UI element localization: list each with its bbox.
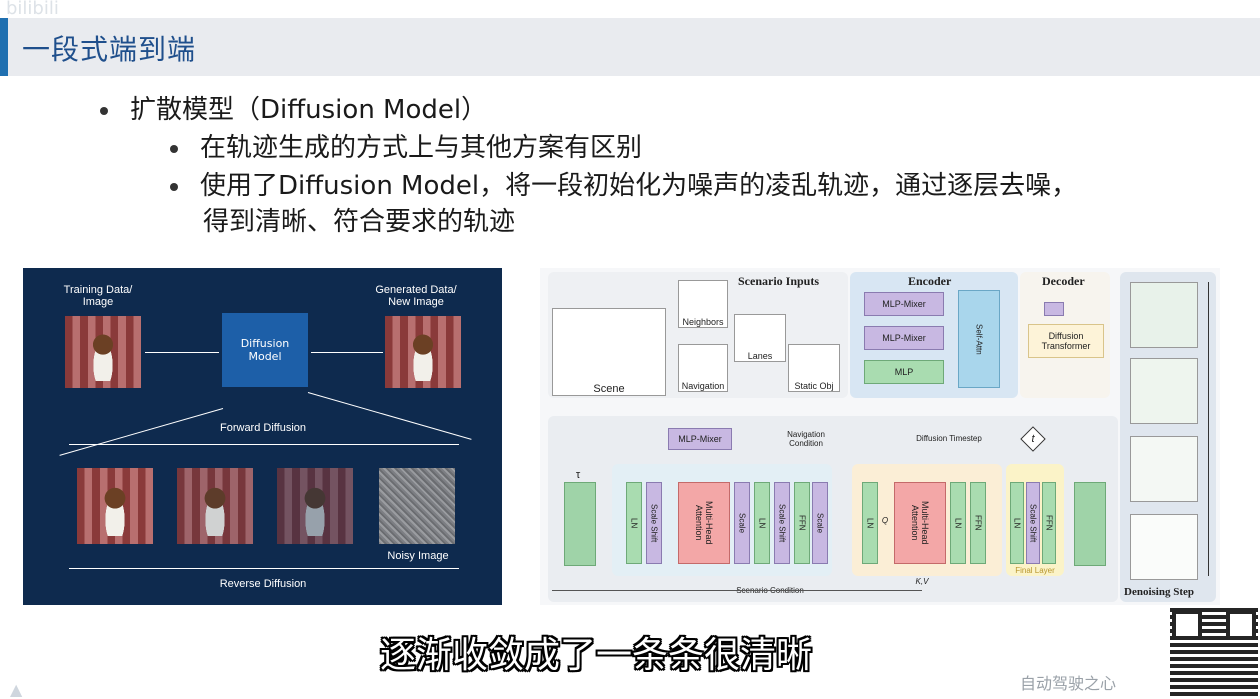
ln-2: LN [754,482,770,564]
corner-watermark: ▲ [10,680,23,699]
diffusion-transformer: Diffusion Transformer [1028,324,1104,358]
step2-image [177,468,253,544]
arrow-out [311,352,383,353]
bullet-level2-b-cont: 得到清晰、符合要求的轨迹 [203,207,516,237]
forward-label: Forward Diffusion [220,422,306,434]
arrow-in [145,352,219,353]
input-tensor [564,482,596,566]
navigation-condition-label: Navigation Condition [787,430,825,448]
title-accent [0,18,8,76]
ln-3: LN [862,482,878,564]
denoise-frame-3 [1130,436,1198,502]
self-attn: Self-Attn [958,290,1000,388]
mlp-mixer-3: MLP-Mixer [668,428,732,450]
video-subtitle: 逐渐收敛成了一条条很清晰 [380,635,813,676]
scene-box: Scene [552,308,666,396]
training-image [65,316,141,388]
scale-shift-1: Scale Shift [646,482,662,564]
architecture-figure: Scenario Inputs Encoder Decoder Scene Ne… [540,268,1220,605]
kv-label: K,V [915,576,929,586]
diffusion-figure: Training Data/ Image Generated Data/ New… [23,268,502,605]
mha-1: Multi-Head Attention [678,482,730,564]
mlp: MLP [864,360,944,384]
mlp-mixer-1: MLP-Mixer [864,292,944,316]
neighbors-box: Neighbors [678,280,728,328]
ffn-3: FFN [1042,482,1056,564]
generated-image [385,316,461,388]
ln-4: LN [950,482,966,564]
mlp-mixer-2: MLP-Mixer [864,326,944,350]
output-tensor [1074,482,1106,566]
final-layer-label: Final Layer [1015,565,1055,575]
mha-2: Multi-Head Attention [894,482,946,564]
noisy-image [379,468,455,544]
ln-1: LN [626,482,642,564]
step1-image [77,468,153,544]
generated-label: Generated Data/ New Image [375,284,457,308]
denoise-arrow [1208,282,1209,576]
reverse-arrow [69,568,459,569]
bullet-level1: 扩散模型（Diffusion Model） [100,92,487,128]
tau-label: τ [575,469,581,481]
ffn-1: FFN [794,482,810,564]
title-bar [0,18,1260,76]
bullet-level2-a: 在轨迹生成的方式上与其他方案有区别 [170,130,642,166]
bullet-level2-b: 使用了Diffusion Model，将一段初始化为噪声的凌乱轨迹，通过逐层去噪… [170,168,1077,204]
scale-shift-3: Scale Shift [1026,482,1040,564]
lanes-box: Lanes [734,314,786,362]
denoise-frame-4 [1130,514,1198,580]
decoder-token [1044,302,1064,316]
scale-shift-2: Scale Shift [774,482,790,564]
navigation-box: Navigation [678,344,728,392]
watermark: bilibili [6,0,59,19]
denoise-frame-2 [1130,358,1198,424]
scenario-inputs-label: Scenario Inputs [738,274,820,288]
static-obj-box: Static Obj [788,344,840,392]
reverse-label: Reverse Diffusion [219,578,307,590]
scale-2: Scale [812,482,828,564]
q-label: Q [881,515,889,525]
scenario-condition-line [552,590,922,591]
brand-watermark: 自动驾驶之心 [1020,674,1117,693]
denoising-step-label: Denoising Step [1124,586,1194,598]
noisy-label: Noisy Image [387,550,449,562]
forward-arrow [69,444,459,445]
training-label: Training Data/ Image [63,284,133,308]
denoise-frame-1 [1130,282,1198,348]
ffn-2: FFN [970,482,986,564]
timestep-t: t [1031,433,1035,445]
diffusion-timestep-label: Diffusion Timestep [916,433,982,443]
step3-image [277,468,353,544]
qr-code [1170,608,1258,696]
decoder-label: Decoder [1042,274,1085,288]
diffusion-model-box: Diffusion Model [222,313,308,387]
scale-1: Scale [734,482,750,564]
ln-5: LN [1010,482,1024,564]
encoder-label: Encoder [908,274,952,288]
slide-title: 一段式端到端 [22,33,197,66]
